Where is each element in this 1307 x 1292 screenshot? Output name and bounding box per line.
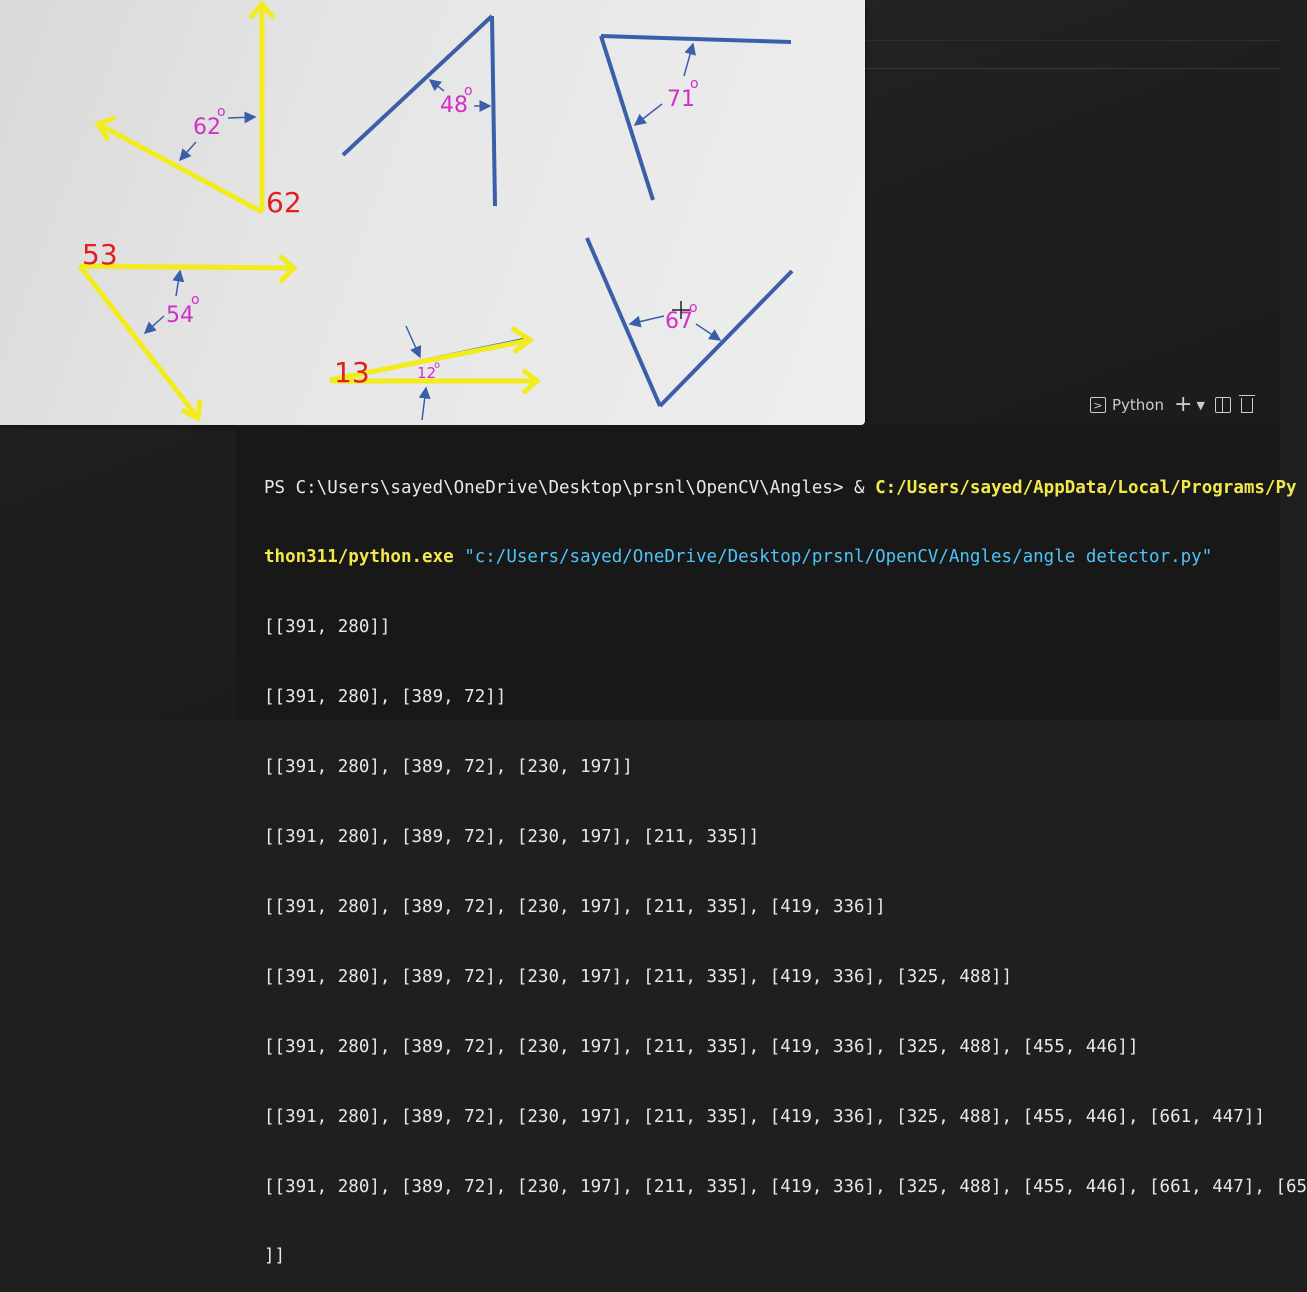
angle-shape-3: 71 o	[599, 34, 792, 201]
opencv-image-window[interactable]: 62 o 62 48 o 71 o	[0, 0, 865, 425]
terminal-output-line: [[391, 280], [389, 72], [230, 197], [211…	[264, 827, 760, 848]
detected-angle-label: 13	[334, 356, 370, 389]
terminal-command-line-cont: thon311/python.exe "c:/Users/sayed/OneDr…	[264, 546, 1280, 569]
terminal-shell-label: Python	[1112, 396, 1164, 414]
terminal-shell-tab[interactable]: > Python	[1090, 396, 1164, 414]
terminal-toolbar: > Python + ▼	[1090, 392, 1280, 418]
angle-shape-6: 67 o	[585, 237, 794, 408]
angle-label: 48	[440, 93, 468, 118]
detected-angle-label: 53	[82, 238, 118, 271]
svg-text:o: o	[690, 76, 699, 92]
trash-icon[interactable]	[1238, 394, 1255, 413]
terminal-command-line: PS C:\Users\sayed\OneDrive\Desktop\prsnl…	[264, 477, 1297, 500]
python-exe-path-cont: thon311/python.exe	[264, 547, 454, 568]
angle-label: 71	[667, 87, 695, 112]
angle-shape-4: 54 o 53	[78, 238, 298, 422]
terminal-output-line: ]]	[264, 1246, 286, 1267]
angle-shape-5: 12 o 13	[329, 325, 541, 421]
detected-angle-label: 62	[266, 186, 302, 219]
terminal-shell-icon: >	[1090, 397, 1106, 413]
svg-text:o: o	[689, 300, 698, 316]
editor-divider	[865, 68, 1280, 69]
svg-text:o: o	[191, 292, 200, 308]
angle-image-canvas: 62 o 62 48 o 71 o	[78, 0, 794, 422]
split-terminal-icon[interactable]	[1214, 397, 1231, 413]
crosshair-cursor-icon	[672, 301, 690, 319]
editor-divider	[865, 40, 1280, 41]
terminal-output-line: [[391, 280], [389, 72], [230, 197], [211…	[264, 1106, 1265, 1127]
angle-label: 67	[665, 309, 693, 334]
plus-icon[interactable]: +	[1174, 392, 1193, 417]
terminal-output-line: [[391, 280]]	[264, 617, 391, 638]
terminal-output-line: [[391, 280], [389, 72], [230, 197], [211…	[264, 896, 886, 917]
svg-text:o: o	[434, 360, 440, 371]
terminal-output-line: [[391, 280], [389, 72], [230, 197]]	[264, 757, 633, 778]
angle-shape-1: 62 o 62	[94, 0, 302, 219]
svg-text:o: o	[217, 104, 226, 120]
angle-label: 62	[193, 115, 221, 140]
angle-label: 12	[417, 364, 436, 382]
terminal-panel[interactable]	[236, 425, 1280, 720]
terminal-output[interactable]: PS C:\Users\sayed\OneDrive\Desktop\prsnl…	[264, 430, 1307, 1292]
script-path: "c:/Users/sayed/OneDrive/Desktop/prsnl/O…	[464, 547, 1213, 568]
python-exe-path: C:/Users/sayed/AppData/Local/Programs/Py	[875, 477, 1297, 498]
terminal-output-line: [[391, 280], [389, 72], [230, 197], [211…	[264, 966, 1013, 987]
terminal-prompt: PS C:\Users\sayed\OneDrive\Desktop\prsnl…	[264, 477, 876, 498]
svg-text:o: o	[464, 83, 473, 99]
chevron-down-icon[interactable]: ▼	[1196, 398, 1205, 412]
terminal-output-line: [[391, 280], [389, 72], [230, 197], [211…	[264, 1036, 1139, 1057]
angle-shape-2: 48 o	[341, 14, 497, 207]
terminal-output-line: [[391, 280], [389, 72]]	[264, 687, 507, 708]
angle-label: 54	[166, 303, 194, 328]
terminal-output-line: [[391, 280], [389, 72], [230, 197], [211…	[264, 1176, 1307, 1197]
